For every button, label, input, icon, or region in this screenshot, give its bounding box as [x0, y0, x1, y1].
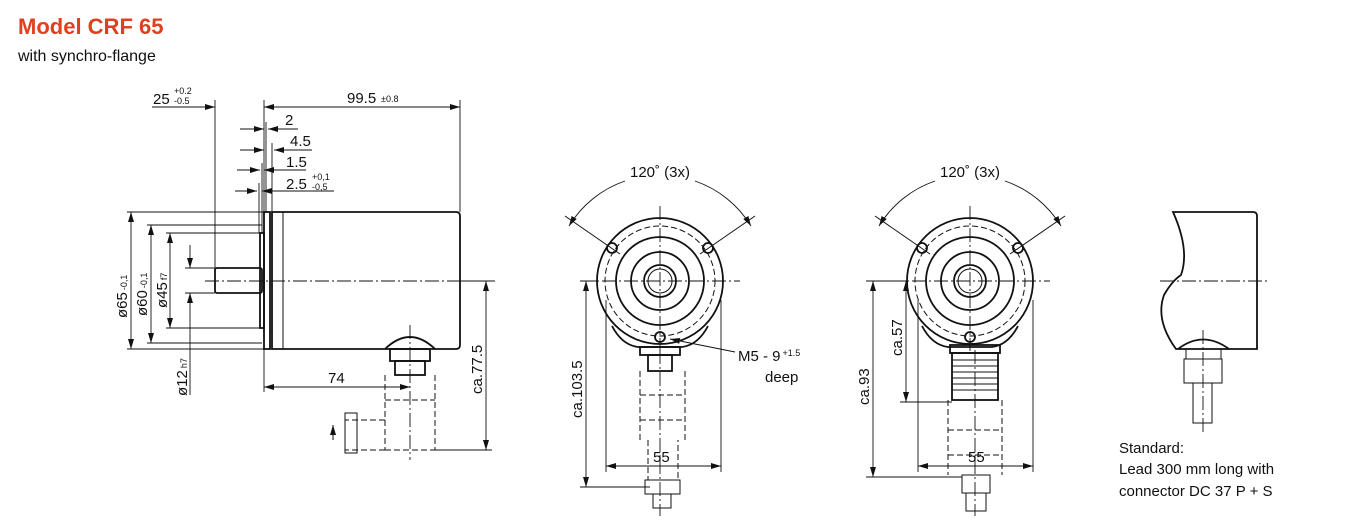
front-view-axial: 120˚ (3x) ca.57 ca.93 55	[856, 163, 1065, 516]
dim-55: 55	[968, 449, 985, 466]
dim-dia-60: ø60-0,1	[134, 273, 151, 316]
connector	[330, 325, 436, 460]
dim-ca-77-5: ca.77.5	[469, 345, 486, 394]
dim-99-5-tol: ±0.8	[381, 94, 398, 104]
flange	[263, 211, 271, 350]
dim-ca-57: ca.57	[889, 319, 906, 356]
model-subtitle: with synchro-flange	[18, 48, 156, 65]
dim-2: 2	[285, 112, 293, 129]
dim-2-5: 2.5	[286, 176, 307, 193]
thread-label: M5 - 9+1.5	[738, 348, 800, 365]
dim-1-5: 1.5	[286, 154, 307, 171]
dim-ca-103-5: ca.103.5	[569, 360, 586, 418]
angle-label: 120˚ (3x)	[940, 164, 1000, 181]
housing	[271, 211, 461, 350]
dim-25-tol-minus: -0.5	[174, 96, 190, 106]
dim-dia-45: ø45f7	[154, 273, 171, 308]
thread-deep-label: deep	[765, 369, 798, 386]
cable-note-line-1: Standard:	[1119, 440, 1184, 457]
connector	[639, 346, 686, 509]
dim-25: 25	[153, 91, 170, 108]
dim-dia-12: ø12h7	[174, 358, 191, 396]
shaft	[214, 267, 263, 294]
dim-25-tol-plus: +0.2	[174, 86, 192, 96]
dim-74: 74	[328, 370, 345, 387]
angle-label: 120˚ (3x)	[630, 164, 690, 181]
model-title: Model CRF 65	[18, 14, 164, 39]
cable-note-line-2: Lead 300 mm long with	[1119, 461, 1274, 478]
dim-2-5-tol-minus: -0,5	[312, 182, 328, 192]
dim-dia-65: ø65-0,1	[114, 275, 131, 318]
side-view: 25 +0.2 -0.5 99.5 ±0.8 2 4.5 1.5 2.5 +0,…	[114, 86, 495, 460]
dim-2-5-tol-plus: +0,1	[312, 172, 330, 182]
dim-55: 55	[653, 449, 670, 466]
cable-variant-view: Standard: Lead 300 mm long with connecto…	[1119, 211, 1274, 500]
cable-note-line-3: connector DC 37 P + S	[1119, 483, 1273, 500]
dim-ca-93: ca.93	[856, 368, 873, 405]
front-view-radial: 120˚ (3x) M5 - 9+1.5 deep ca.103.5 55	[565, 163, 800, 516]
dim-4-5: 4.5	[290, 133, 311, 150]
dim-99-5: 99.5	[347, 90, 376, 107]
